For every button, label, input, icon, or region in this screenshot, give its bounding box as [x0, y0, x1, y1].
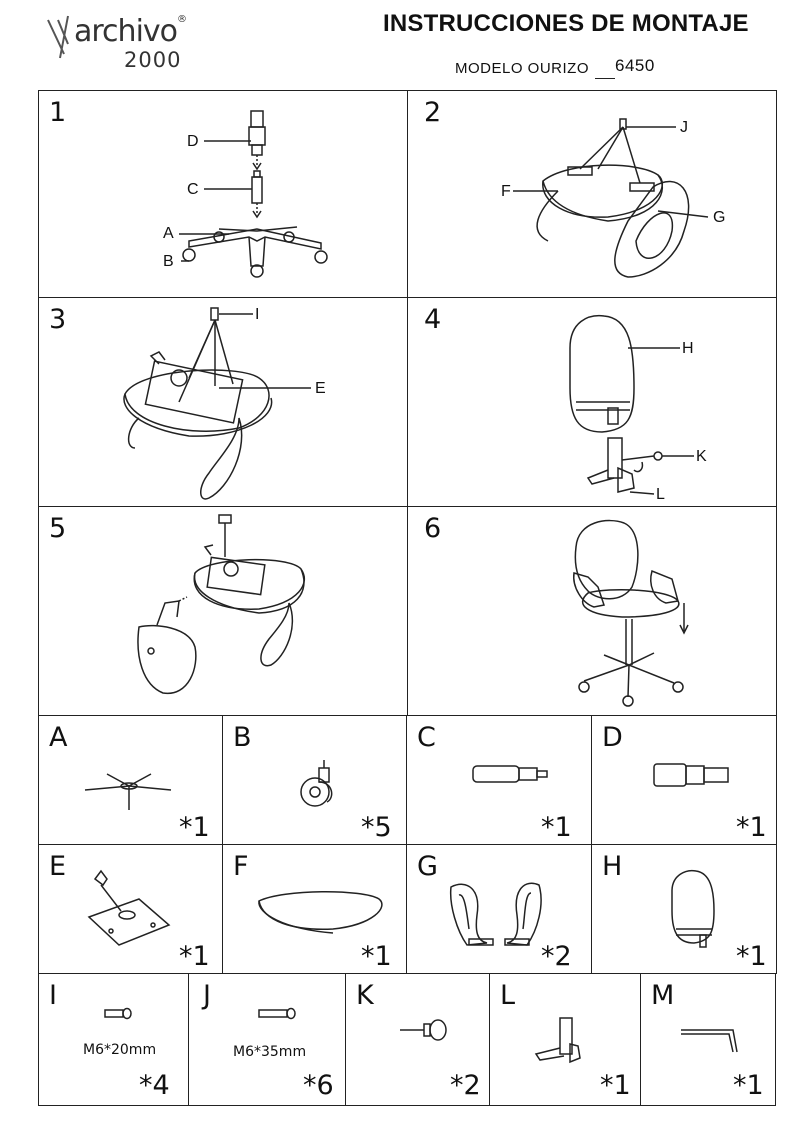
- part-letter: K: [356, 980, 374, 1011]
- model-number: 6450: [615, 56, 655, 75]
- part-quantity: *1: [179, 812, 210, 843]
- back-support-icon: [534, 1017, 581, 1064]
- part-letter: L: [500, 980, 516, 1011]
- step-number: 1: [49, 97, 67, 128]
- allen-key-icon: [681, 1029, 738, 1053]
- brand-logo-icon: [47, 15, 69, 59]
- part-letter: G: [417, 851, 438, 882]
- part-letter: M: [651, 980, 675, 1011]
- part-box-l: L *1: [489, 973, 641, 1106]
- model-underline: [595, 78, 615, 79]
- part-quantity: *1: [179, 941, 210, 972]
- step-box-5: 5: [38, 506, 408, 716]
- part-box-f: F *1: [222, 844, 407, 974]
- part-box-b: B *5: [222, 715, 407, 845]
- seat-icon: [258, 891, 383, 934]
- long-screw-icon: [258, 1007, 296, 1020]
- part-box-c: C *1: [406, 715, 592, 845]
- part-box-h: H *1: [591, 844, 777, 974]
- part-box-k: K *2: [345, 973, 490, 1106]
- part-quantity: *1: [600, 1070, 631, 1101]
- part-quantity: *5: [361, 812, 392, 843]
- step-number: 2: [424, 97, 442, 128]
- step-number: 3: [49, 304, 67, 335]
- part-letter: A: [49, 722, 68, 753]
- part-label-e: E: [315, 380, 326, 397]
- part-letter: H: [602, 851, 623, 882]
- gas-lift-icon: [472, 765, 548, 783]
- part-quantity: *1: [733, 1070, 764, 1101]
- chair-base-icon: [84, 773, 172, 810]
- part-quantity: *1: [361, 941, 392, 972]
- part-box-a: A *1: [38, 715, 223, 845]
- part-quantity: *4: [139, 1070, 170, 1101]
- part-letter: I: [49, 980, 57, 1011]
- brand-name: archivo®: [74, 14, 187, 49]
- cylinder-cover-icon: [653, 763, 729, 787]
- armrest-icon: [449, 882, 542, 946]
- step-box-4: 4 H K L: [407, 297, 777, 507]
- part-box-j: J M6*35mm *6: [188, 973, 346, 1106]
- part-box-i: I M6*20mm *4: [38, 973, 189, 1106]
- model-label: MODELO OURIZO: [455, 60, 590, 77]
- part-letter: C: [417, 722, 436, 753]
- part-quantity: *2: [450, 1070, 481, 1101]
- part-letter: D: [602, 722, 623, 753]
- chair-base-assembly-icon: [179, 110, 328, 278]
- assembled-chair-icon: [573, 519, 689, 707]
- part-spec: M6*35mm: [233, 1044, 307, 1060]
- page-title: INSTRUCCIONES DE MONTAJE: [383, 10, 749, 37]
- step-number: 6: [424, 513, 442, 544]
- part-label-c: C: [187, 181, 199, 198]
- part-quantity: *1: [541, 812, 572, 843]
- screw-icon: [104, 1007, 132, 1020]
- part-spec: M6*20mm: [83, 1042, 157, 1058]
- part-box-m: M *1: [640, 973, 776, 1106]
- part-letter: E: [49, 851, 67, 882]
- step-box-1: 1 D C A B: [38, 90, 408, 298]
- brand-logo: archivo® 2000: [46, 10, 206, 72]
- backrest-assembly-icon: [569, 314, 694, 495]
- part-label-l: L: [656, 486, 665, 503]
- seat-armrest-assembly-icon: [513, 118, 709, 278]
- step-box-6: 6: [407, 506, 777, 716]
- part-letter: B: [233, 722, 252, 753]
- mechanism-assembly-icon: [123, 307, 311, 500]
- knob-icon: [400, 1019, 447, 1041]
- part-letter: J: [203, 980, 211, 1011]
- part-quantity: *2: [541, 941, 572, 972]
- part-box-g: G *2: [406, 844, 592, 974]
- part-label-j: J: [680, 119, 688, 136]
- part-label-i: I: [255, 306, 260, 323]
- part-quantity: *6: [303, 1070, 334, 1101]
- step-box-3: 3 I E: [38, 297, 408, 507]
- part-label-h: H: [682, 340, 694, 357]
- part-label-a: A: [163, 225, 174, 242]
- mechanism-plate-icon: [87, 869, 171, 946]
- part-label-b: B: [163, 253, 174, 270]
- part-label-k: K: [696, 448, 707, 465]
- step-number: 4: [424, 304, 442, 335]
- part-label-f: F: [501, 183, 511, 200]
- step-box-2: 2 J F G: [407, 90, 777, 298]
- part-quantity: *1: [736, 941, 767, 972]
- caster-icon: [300, 760, 333, 807]
- part-letter: F: [233, 851, 249, 882]
- part-box-e: E *1: [38, 844, 223, 974]
- part-label-g: G: [713, 209, 726, 226]
- backrest-icon: [671, 869, 715, 948]
- step-number: 5: [49, 513, 67, 544]
- part-label-d: D: [187, 133, 199, 150]
- backrest-mount-icon: [137, 514, 306, 694]
- part-box-d: D *1: [591, 715, 777, 845]
- part-quantity: *1: [736, 812, 767, 843]
- brand-year: 2000: [124, 48, 182, 72]
